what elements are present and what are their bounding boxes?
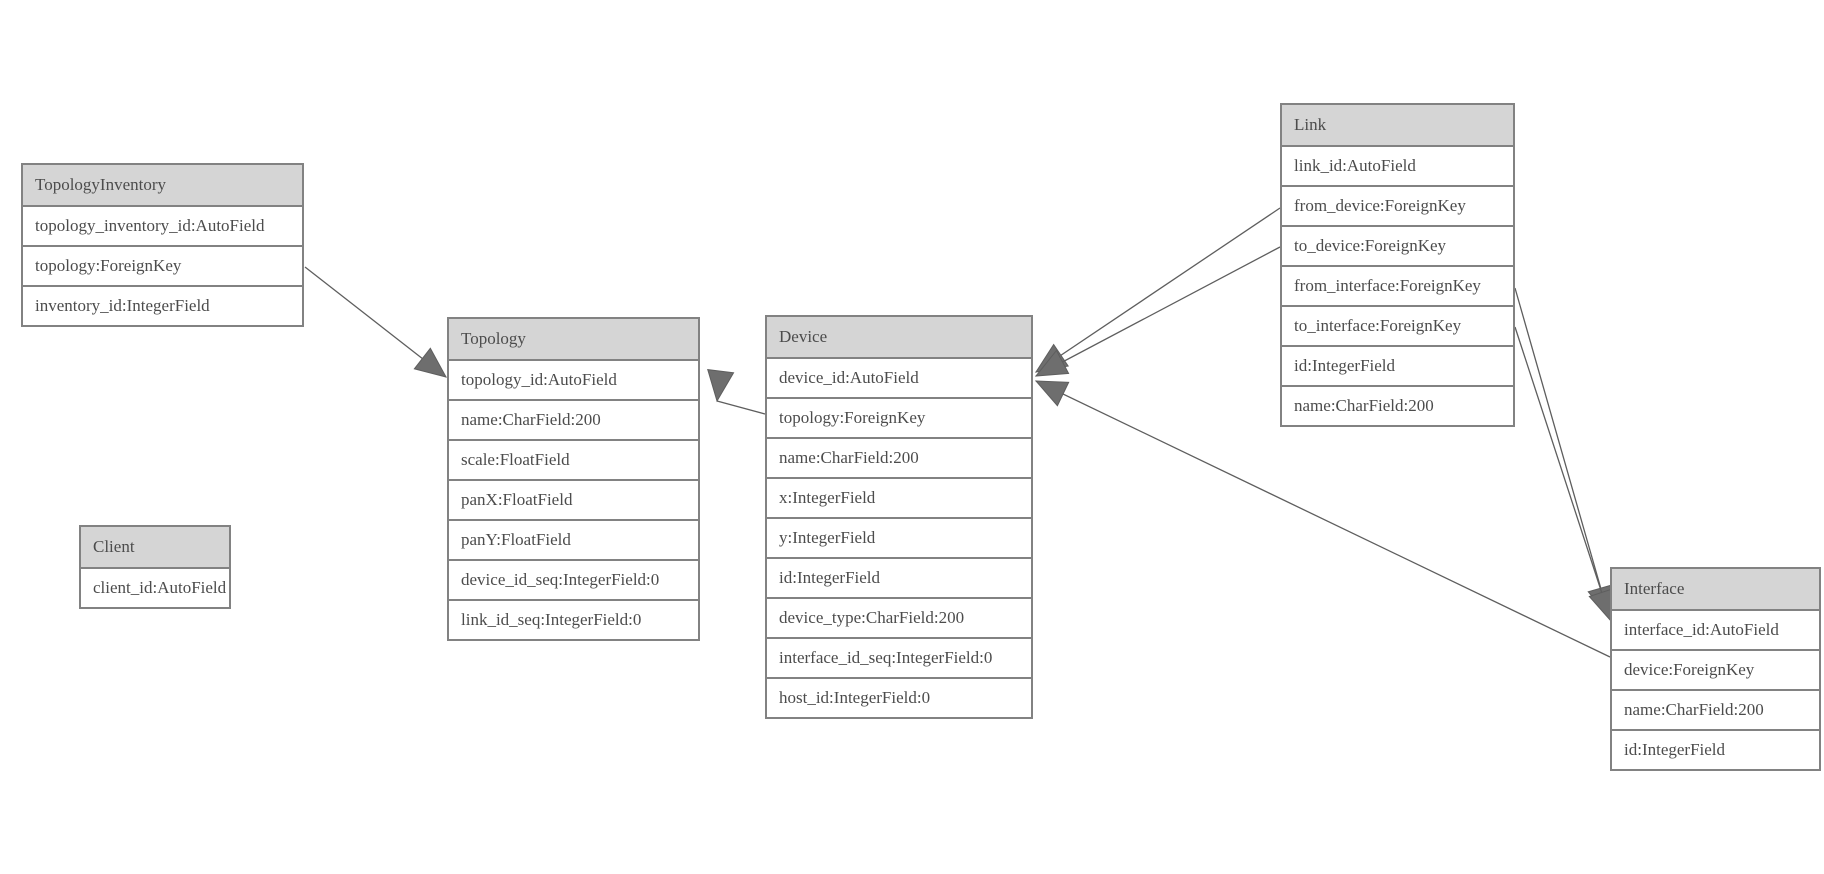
relation-line-link-from_interface-interface [1514,287,1610,618]
entity-field-row: to_interface:ForeignKey [1282,307,1513,347]
entity-field-row: name:CharField:200 [767,439,1031,479]
entity-field-row: y:IntegerField [767,519,1031,559]
relation-line-device-topology [716,400,766,415]
relation-arrowhead-link-to_device-device [1034,349,1070,377]
entity-field-row: device_type:CharField:200 [767,599,1031,639]
entity-field-row: topology_inventory_id:AutoField [23,207,302,247]
entity-field-row: panY:FloatField [449,521,698,561]
entity-field-row: device_id:AutoField [767,359,1031,399]
entity-field-row: host_id:IntegerField:0 [767,679,1031,717]
entity-field-row: topology:ForeignKey [23,247,302,287]
entity-field-row: id:IntegerField [1282,347,1513,387]
entity-field-row: panX:FloatField [449,481,698,521]
entity-field-row: scale:FloatField [449,441,698,481]
entity-field-row: to_device:ForeignKey [1282,227,1513,267]
entity-field-row: from_interface:ForeignKey [1282,267,1513,307]
entity-field-row: name:CharField:200 [1612,691,1819,731]
entity-field-row: client_id:AutoField [81,569,229,607]
entity-field-row: id:IntegerField [767,559,1031,599]
entity-field-row: interface_id_seq:IntegerField:0 [767,639,1031,679]
entity-field-row: name:CharField:200 [1282,387,1513,425]
relation-line-link-to_device-device [1035,246,1281,377]
relation-line-link-from_device-device [1035,207,1281,373]
entity-field-row: x:IntegerField [767,479,1031,519]
entity-field-row: name:CharField:200 [449,401,698,441]
entity-header-link: Link [1282,105,1513,147]
entity-field-row: link_id_seq:IntegerField:0 [449,601,698,639]
entity-field-row: topology_id:AutoField [449,361,698,401]
relation-line-link-to_interface-interface [1514,326,1612,622]
relation-arrowhead-interface-device-device [1034,380,1070,407]
entity-field-row: from_device:ForeignKey [1282,187,1513,227]
entity-field-row: device:ForeignKey [1612,651,1819,691]
entity-header-topology: Topology [449,319,698,361]
entity-header-client: Client [81,527,229,569]
entity-header-topologyinventory: TopologyInventory [23,165,302,207]
entity-field-row: inventory_id:IntegerField [23,287,302,325]
entity-field-row: id:IntegerField [1612,731,1819,769]
relation-arrowhead-topologyinventory-topology [413,347,447,378]
entity-header-device: Device [767,317,1031,359]
relation-arrowhead-device-topology [707,369,735,403]
entity-field-row: topology:ForeignKey [767,399,1031,439]
entity-header-interface: Interface [1612,569,1819,611]
entity-field-row: link_id:AutoField [1282,147,1513,187]
entity-field-row: interface_id:AutoField [1612,611,1819,651]
relation-line-interface-device-device [1035,380,1611,658]
entity-field-row: device_id_seq:IntegerField:0 [449,561,698,601]
